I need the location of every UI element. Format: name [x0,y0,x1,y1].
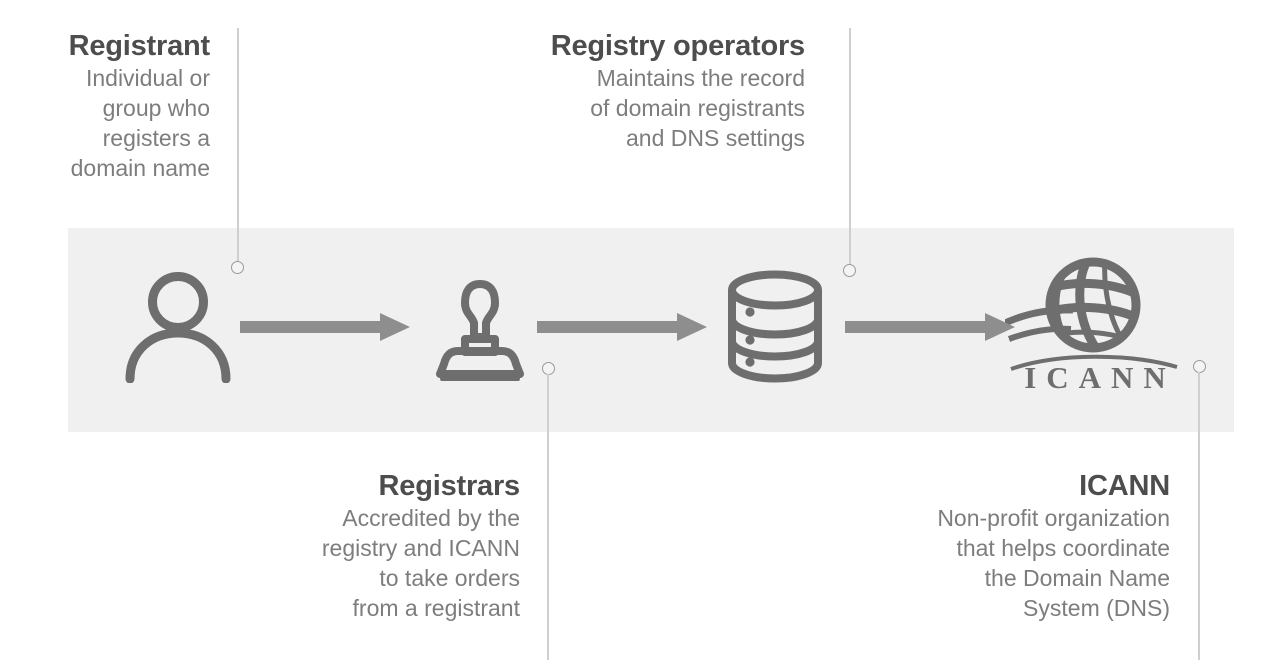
stamp-icon [434,271,526,381]
connector-line-registrant [237,28,239,264]
icann-globe-logo [1005,257,1180,392]
connector-line-icann [1198,372,1200,660]
callout-registrars: Registrars Accredited by the registry an… [255,470,520,624]
connector-line-registry-operators [849,28,851,271]
icann-wordmark: ICANN [1024,360,1176,395]
callout-registrars-body: Accredited by the registry and ICANN to … [321,505,520,622]
callout-registrars-title: Registrars [378,470,521,502]
callout-icann-body: Non-profit organization that helps coord… [937,505,1170,622]
callout-registrant-body: Individual or group who registers a doma… [70,65,210,182]
person-icon [118,271,238,383]
connector-dot-registrant [231,261,244,274]
callout-registry-operators-title: Registry operators [550,30,805,62]
callout-icann-title: ICANN [1079,470,1170,502]
callout-registry-operators: Registry operators Maintains the record … [470,30,805,154]
database-icon [725,270,825,385]
flow-arrow-registry-to-icann [845,312,1015,342]
connector-dot-registry-operators [843,264,856,277]
callout-registrant: Registrant Individual or group who regis… [20,30,211,184]
flow-arrow-registrant-to-registrar [240,312,410,342]
callout-registrant-title: Registrant [68,30,211,62]
connector-line-registrars [547,374,549,660]
flow-arrow-registrar-to-registry [537,312,707,342]
callout-icann: ICANN Non-profit organization that helps… [860,470,1170,624]
callout-registry-operators-body: Maintains the record of domain registran… [590,65,805,152]
